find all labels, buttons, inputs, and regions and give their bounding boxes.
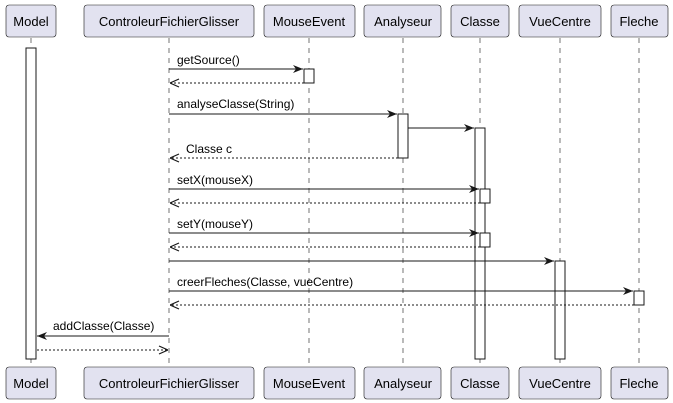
activation-classe-sety	[479, 232, 491, 248]
participant-box-classe	[450, 4, 510, 38]
participant-label-fleche: Fleche	[619, 14, 658, 29]
participant-foot-box-analyseur	[363, 366, 442, 400]
activation-mouseevent	[303, 68, 315, 84]
activation-model	[25, 47, 37, 360]
participant-box-model	[5, 4, 57, 38]
participant-foot-label-model: Model	[13, 376, 49, 391]
participant-label-vuecentre: VueCentre	[529, 14, 591, 29]
participant-box-fleche	[610, 4, 669, 38]
participants-bottom: Model ControleurFichierGlisser MouseEven…	[5, 366, 669, 400]
participant-foot-label-analyseur: Analyseur	[374, 376, 432, 391]
participant-foot-label-vuecentre: VueCentre	[529, 376, 591, 391]
messages: getSource() analyseClasse(String) Classe…	[37, 53, 634, 350]
lifelines	[30, 38, 640, 366]
message-label-creerfleches: creerFleches(Classe, vueCentre)	[177, 275, 353, 289]
participant-foot-box-mouseevent	[263, 366, 356, 400]
participant-foot-box-classe	[450, 366, 510, 400]
message-label-setx: setX(mouseX)	[177, 173, 253, 187]
participant-box-controleur	[83, 4, 255, 38]
activation-vuecentre	[554, 260, 566, 360]
participant-foot-box-vuecentre	[518, 366, 602, 400]
message-label-sety: setY(mouseY)	[177, 217, 253, 231]
participant-foot-box-model	[5, 366, 57, 400]
activation-classe-setx	[479, 188, 491, 204]
participant-foot-box-controleur	[83, 366, 255, 400]
participant-foot-label-fleche: Fleche	[619, 376, 658, 391]
participant-foot-label-controleur: ControleurFichierGlisser	[99, 376, 240, 391]
participant-foot-label-mouseevent: MouseEvent	[273, 376, 346, 391]
participant-foot-box-fleche	[610, 366, 669, 400]
participant-box-analyseur	[363, 4, 442, 38]
message-label-getsource: getSource()	[177, 53, 240, 67]
activation-analyseur	[397, 113, 409, 159]
participant-label-classe: Classe	[460, 14, 500, 29]
participants-top: Model ControleurFichierGlisser MouseEven…	[5, 4, 669, 38]
message-label-classe-c: Classe c	[186, 142, 232, 156]
message-label-addclasse: addClasse(Classe)	[53, 319, 154, 333]
participant-label-mouseevent: MouseEvent	[273, 14, 346, 29]
participant-label-controleur: ControleurFichierGlisser	[99, 14, 240, 29]
participant-label-analyseur: Analyseur	[374, 14, 432, 29]
participant-box-mouseevent	[263, 4, 356, 38]
activation-fleche	[633, 290, 645, 306]
participant-label-model: Model	[13, 14, 49, 29]
message-label-analyseclasse: analyseClasse(String)	[177, 97, 294, 111]
activations	[25, 47, 645, 360]
participant-foot-label-classe: Classe	[460, 376, 500, 391]
participant-box-vuecentre	[518, 4, 602, 38]
